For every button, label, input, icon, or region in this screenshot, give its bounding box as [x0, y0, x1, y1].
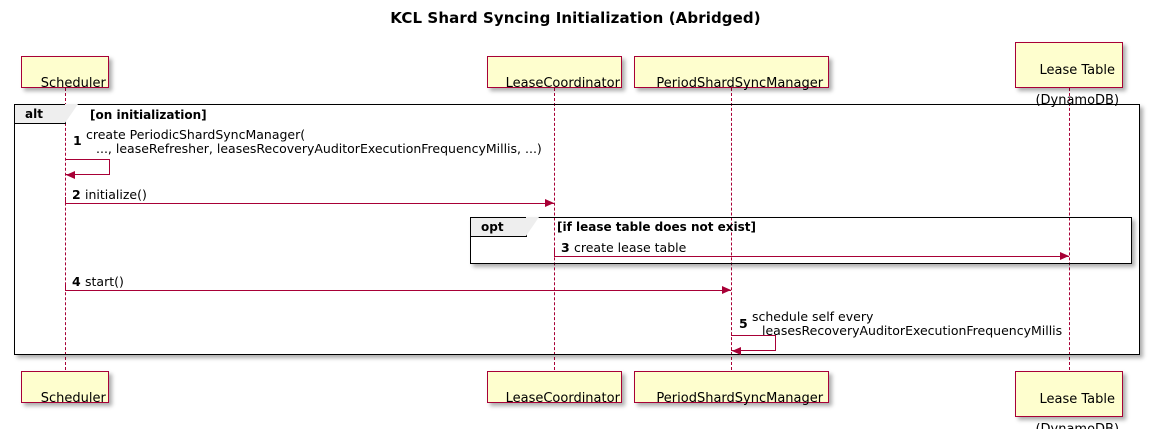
message-3-line	[554, 256, 1069, 257]
fragment-opt: opt	[470, 217, 1132, 264]
message-1-number: 1	[73, 133, 82, 148]
message-1-label-line1: create PeriodicShardSyncManager(	[86, 127, 306, 142]
message-2-line	[65, 203, 554, 204]
participant-label: Scheduler	[40, 391, 106, 406]
participant-label: PeriodShardSyncManager	[656, 76, 824, 91]
participant-lease-coordinator-top[interactable]: LeaseCoordinator	[487, 56, 622, 91]
fragment-opt-operator: opt	[471, 217, 540, 237]
message-1-self-loop	[65, 159, 110, 175]
message-3-number: 3	[561, 240, 570, 255]
participant-label-line2: (DynamoDB)	[1035, 93, 1120, 108]
message-3-label: create lease table	[574, 240, 687, 255]
message-1-label-line2: ..., leaseRefresher, leasesRecoveryAudit…	[96, 141, 542, 156]
message-4-number: 4	[72, 274, 81, 289]
message-4-line	[65, 290, 731, 291]
participant-label: Scheduler	[40, 76, 106, 91]
fragment-alt-operator: alt	[15, 104, 79, 124]
participant-label: PeriodShardSyncManager	[656, 391, 824, 406]
participant-label: LeaseCoordinator	[505, 391, 620, 406]
message-1-arrowhead	[66, 170, 75, 179]
participant-label-line1: Lease Table	[1039, 63, 1116, 78]
participant-label-line2: (DynamoDB)	[1035, 422, 1119, 429]
message-2-origin-tick	[65, 197, 66, 204]
participant-scheduler-top[interactable]: Scheduler	[21, 56, 109, 91]
fragment-opt-condition: [if lease table does not exist]	[557, 220, 757, 234]
fragment-alt: alt	[14, 104, 1140, 355]
message-5-number: 5	[739, 316, 748, 331]
message-3-arrowhead	[1060, 251, 1069, 260]
page-title: KCL Shard Syncing Initialization (Abridg…	[390, 9, 761, 27]
message-5-self-loop	[731, 335, 776, 351]
message-2-number: 2	[72, 187, 81, 202]
message-5-label-line1: schedule self every	[752, 309, 874, 324]
fragment-alt-condition: [on initialization]	[90, 108, 207, 122]
message-4-label: start()	[85, 274, 124, 289]
participant-period-shard-sync-manager-top[interactable]: PeriodShardSyncManager	[634, 56, 829, 91]
lifeline-lease-table	[1069, 88, 1070, 370]
lifeline-lease-coordinator	[554, 88, 555, 370]
message-4-arrowhead	[722, 285, 731, 294]
message-5-label-line2: leasesRecoveryAuditorExecutionFrequencyM…	[762, 323, 1063, 338]
message-2-arrowhead	[545, 198, 554, 207]
message-2-label: initialize()	[85, 187, 147, 202]
participant-label-line1: Lease Table	[1039, 392, 1116, 407]
message-3-origin-tick	[554, 250, 555, 257]
participant-period-shard-sync-manager-bottom[interactable]: PeriodShardSyncManager	[634, 371, 829, 406]
participant-label: LeaseCoordinator	[505, 76, 620, 91]
participant-scheduler-bottom[interactable]: Scheduler	[21, 371, 109, 406]
participant-lease-coordinator-bottom[interactable]: LeaseCoordinator	[487, 371, 622, 406]
participant-lease-table-top[interactable]: Lease Table (DynamoDB)	[1015, 42, 1123, 108]
participant-lease-table-bottom[interactable]: Lease Table (DynamoDB)	[1015, 371, 1123, 429]
message-5-arrowhead	[732, 346, 741, 355]
lifeline-period-shard-sync-manager	[731, 88, 732, 370]
lifeline-scheduler	[65, 88, 66, 370]
message-4-origin-tick	[65, 284, 66, 291]
